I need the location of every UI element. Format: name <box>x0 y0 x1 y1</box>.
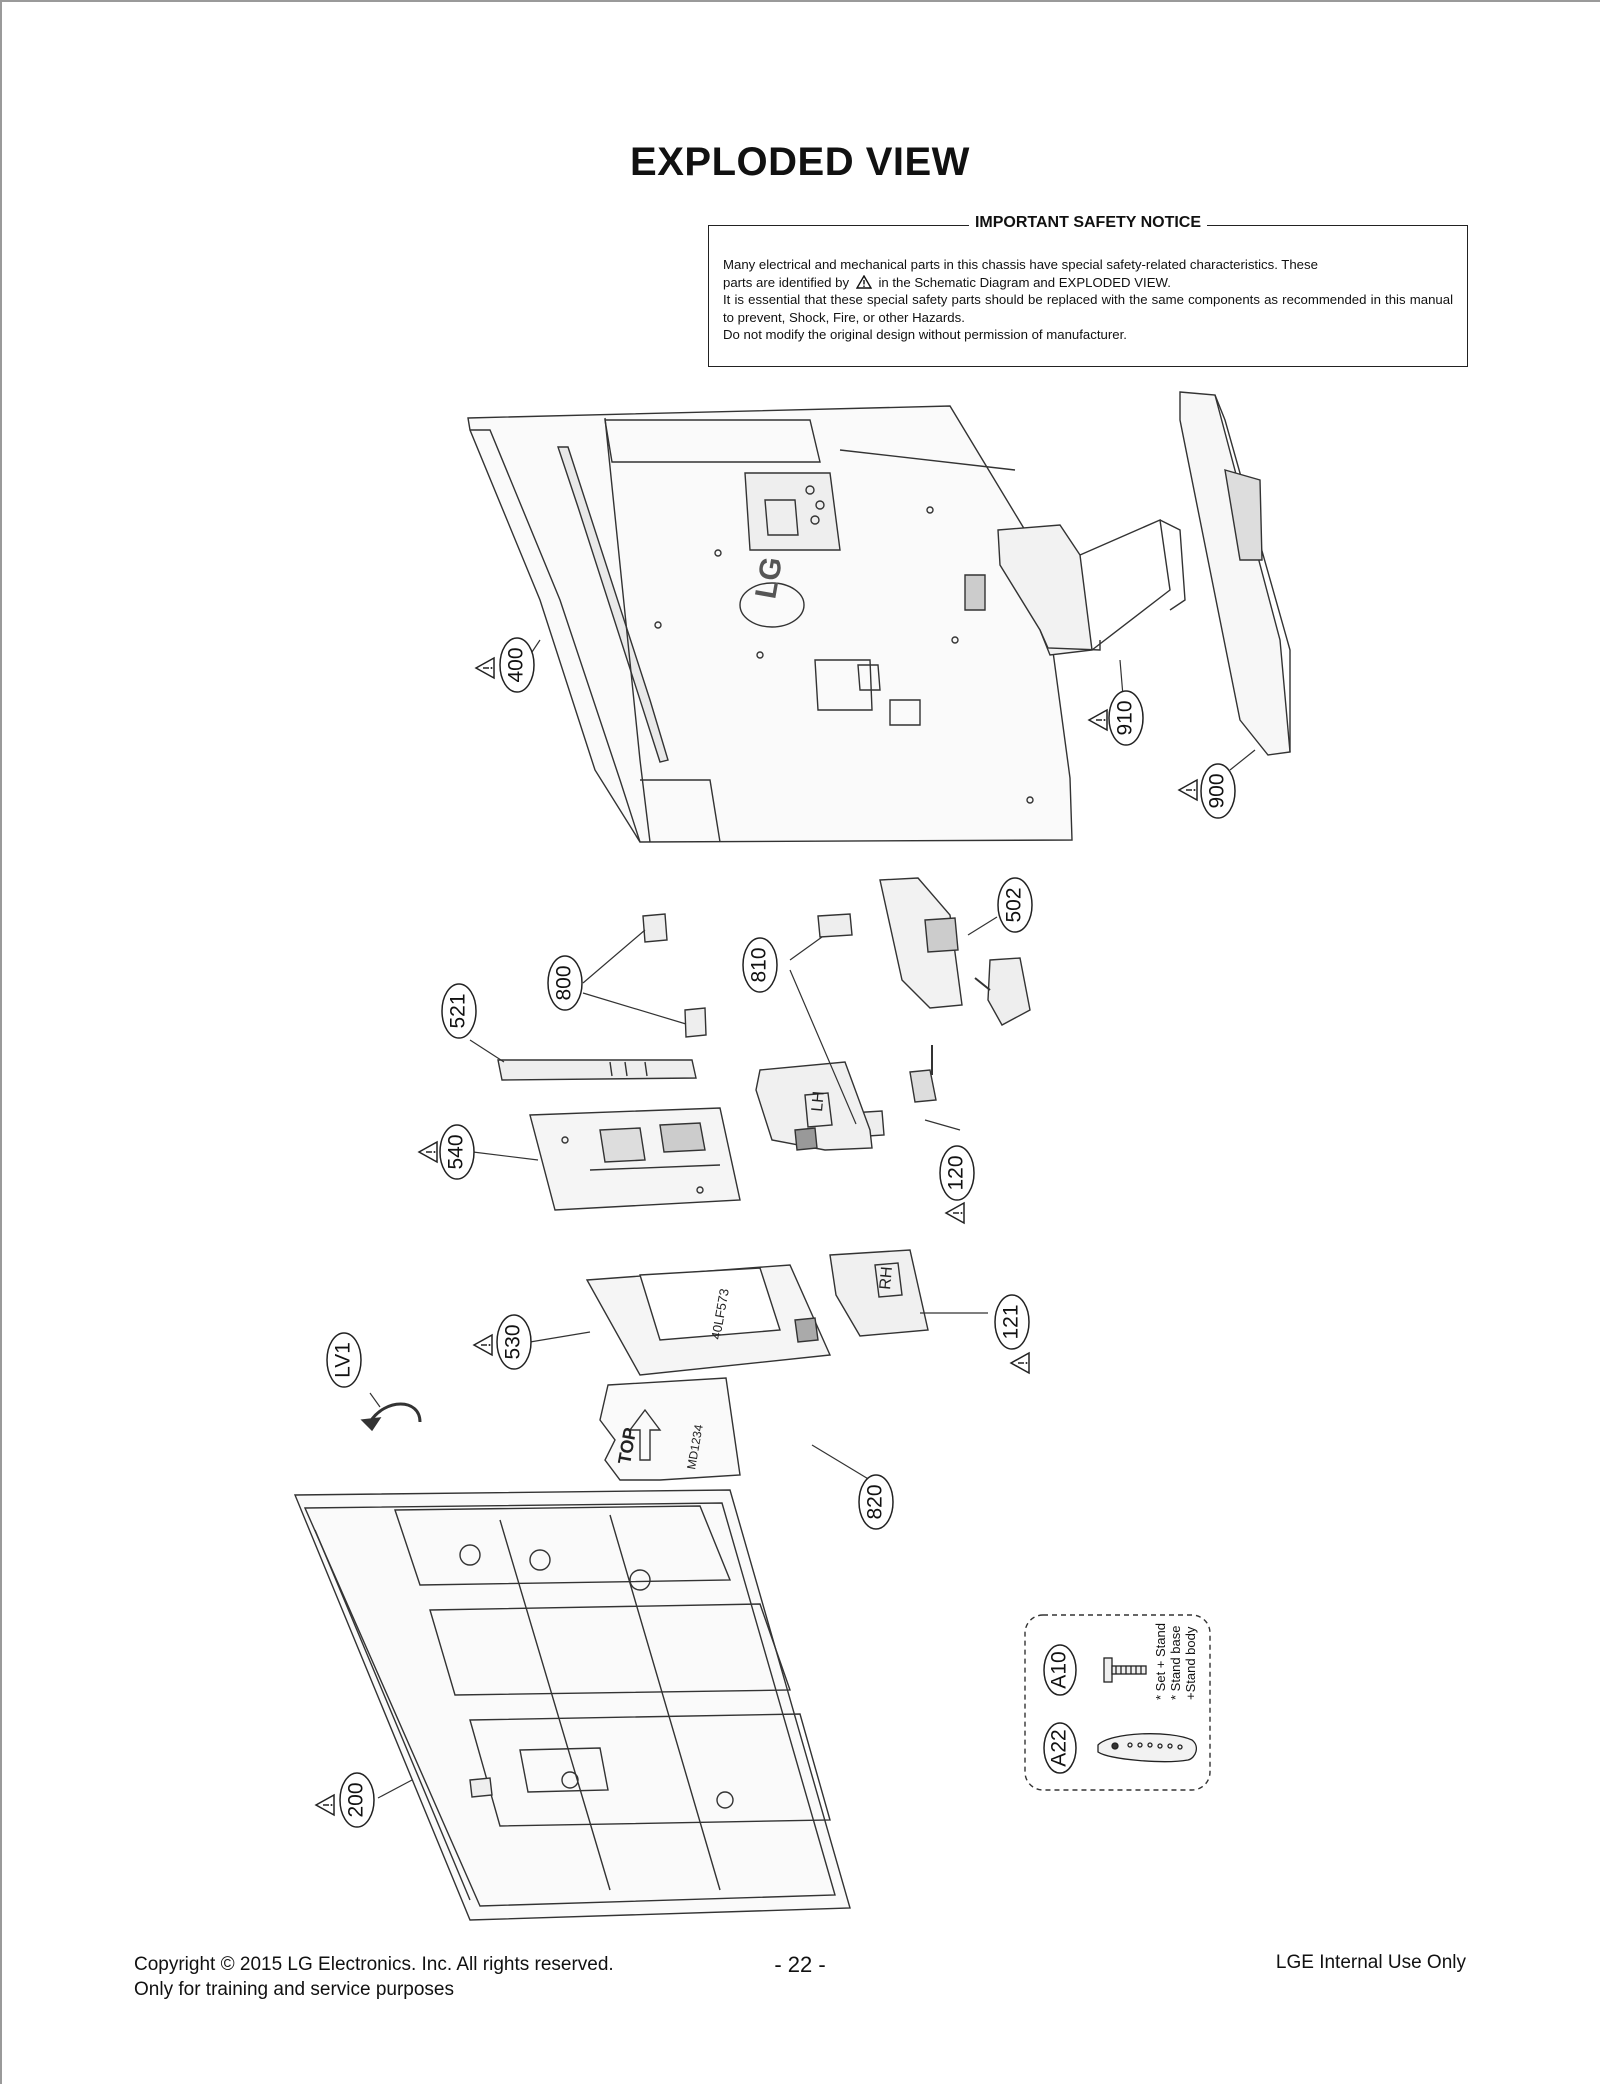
notice-line-2: parts are identified by in the Schematic… <box>723 274 1171 290</box>
training-text: Only for training and service purposes <box>134 1979 454 2000</box>
stand-body-part <box>997 518 1186 656</box>
warning-triangle-icon <box>473 1334 493 1356</box>
callout-120: 120 <box>939 1145 975 1201</box>
accessory-notes: * Set + Stand * Stand base +Stand body <box>1153 1623 1198 1700</box>
main-board-540-part <box>529 1107 741 1211</box>
notice-line-1: Many electrical and mechanical parts in … <box>723 257 1318 272</box>
left-border <box>0 0 2 2084</box>
warning-triangle-icon <box>315 1794 335 1816</box>
footer-left: Copyright © 2015 LG Electronics. Inc. Al… <box>134 1952 614 2002</box>
accessories-box: A10 A22 * Set + Stand * Stand base +Stan… <box>1024 1614 1211 1791</box>
copyright-text: Copyright © 2015 LG Electronics. Inc. Al… <box>134 1954 614 1975</box>
note-stand-base: * Stand base <box>1168 1626 1183 1700</box>
warning-triangle-icon <box>1178 779 1198 801</box>
safety-notice-heading: IMPORTANT SAFETY NOTICE <box>709 214 1467 232</box>
page-number: - 22 - <box>774 1952 826 1977</box>
callout-910: 910 <box>1108 690 1144 746</box>
callout-820: 820 <box>858 1474 894 1530</box>
svg-text:810: 810 <box>748 947 771 982</box>
remote-control-icon <box>1097 1733 1198 1763</box>
svg-text:820: 820 <box>864 1484 887 1519</box>
screw-icon <box>1103 1657 1147 1683</box>
note-set-stand: * Set + Stand <box>1153 1623 1168 1700</box>
svg-text:120: 120 <box>945 1155 968 1190</box>
svg-text:400: 400 <box>505 647 528 682</box>
lh-label: LH <box>809 1090 828 1112</box>
safety-notice-body: Many electrical and mechanical parts in … <box>723 256 1453 344</box>
top-border <box>0 0 1600 2</box>
callout-400: 400 <box>499 637 535 693</box>
lv1-cable-part <box>360 1402 422 1432</box>
svg-text:502: 502 <box>1003 887 1026 922</box>
lg-logo: LG <box>749 554 789 601</box>
callout-540: 540 <box>439 1124 475 1180</box>
svg-text:900: 900 <box>1206 773 1229 808</box>
safety-notice-box: IMPORTANT SAFETY NOTICE Many electrical … <box>708 214 1468 367</box>
callouts: 400 910 900 502 810 800 521 540 120 121 … <box>326 637 1236 1828</box>
callout-800: 800 <box>547 955 583 1011</box>
warning-triangle-icon <box>855 274 872 289</box>
warning-triangle-icon <box>1088 709 1108 731</box>
front-bracket-521-part <box>497 1059 697 1081</box>
callout-a22: A22 <box>1043 1722 1077 1774</box>
small-board-part <box>909 1069 937 1103</box>
speaker-rh-part: RH <box>829 1249 929 1337</box>
sheet-820-part: TOP MD1234 <box>599 1377 741 1481</box>
callout-lv1: LV1 <box>326 1332 362 1388</box>
svg-text:200: 200 <box>345 1782 368 1817</box>
svg-text:800: 800 <box>553 965 576 1000</box>
svg-text:121: 121 <box>1000 1304 1023 1339</box>
svg-text:A10: A10 <box>1048 1651 1071 1688</box>
callout-a10: A10 <box>1043 1644 1077 1696</box>
warning-triangle-icon <box>1010 1352 1030 1374</box>
page-title: EXPLODED VIEW <box>630 140 970 184</box>
svg-text:540: 540 <box>445 1134 468 1169</box>
callout-502: 502 <box>997 877 1033 933</box>
internal-use-text: LGE Internal Use Only <box>1275 1952 1466 1973</box>
svg-text:530: 530 <box>502 1324 525 1359</box>
speaker-lh-part: LH <box>755 1061 873 1151</box>
svg-text:910: 910 <box>1114 700 1137 735</box>
stand-base-part <box>1179 391 1291 756</box>
warning-triangle-icon <box>418 1141 438 1163</box>
callout-200: 200 <box>339 1772 375 1828</box>
bracket-800-part <box>642 913 707 1038</box>
svg-text:521: 521 <box>447 993 470 1028</box>
callout-900: 900 <box>1200 763 1236 819</box>
callout-121: 121 <box>994 1294 1030 1350</box>
warning-triangle-icon <box>475 657 495 679</box>
leader-lines <box>369 639 1256 1799</box>
front-panel-200-part <box>293 1489 851 1921</box>
notice-line-3: It is essential that these special safet… <box>723 292 1453 325</box>
callout-810: 810 <box>742 937 778 993</box>
callout-521: 521 <box>441 983 477 1039</box>
power-board-530-part: 40LF573 <box>585 1264 832 1376</box>
note-stand-body: +Stand body <box>1183 1626 1198 1700</box>
notice-line-4: Do not modify the original design withou… <box>723 327 1127 342</box>
side-bracket-502-part <box>879 877 1031 1075</box>
back-cover-part: LG <box>467 405 1073 843</box>
svg-text:A22: A22 <box>1048 1729 1071 1766</box>
callout-530: 530 <box>496 1314 532 1370</box>
warning-triangle-icon <box>945 1202 965 1224</box>
rh-label: RH <box>877 1266 896 1291</box>
svg-text:LV1: LV1 <box>332 1342 355 1378</box>
